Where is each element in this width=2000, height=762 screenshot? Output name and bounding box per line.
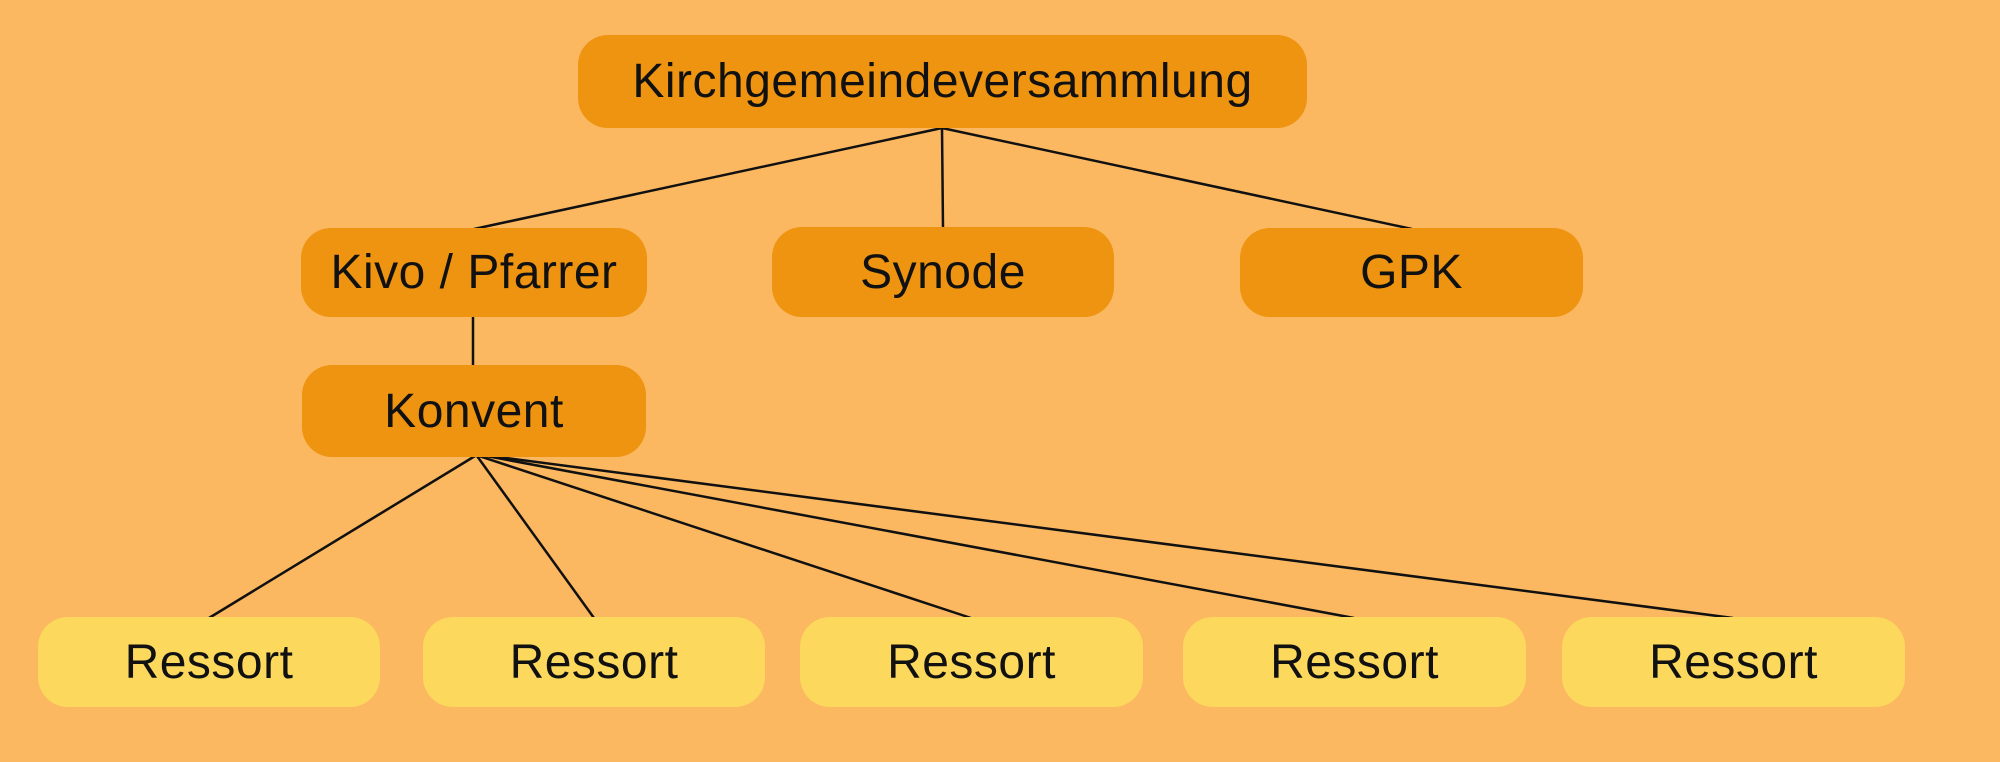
- node-konvent: Konvent: [302, 365, 646, 457]
- node-kirchgemeindeversammlung: Kirchgemeindeversammlung: [578, 35, 1307, 128]
- node-ressort-1: Ressort: [38, 617, 380, 707]
- edge-kgv-synode: [940, 127, 945, 229]
- node-kivo-pfarrer: Kivo / Pfarrer: [301, 228, 647, 317]
- node-ressort-4: Ressort: [1183, 617, 1526, 707]
- edge-kgv-gpk: [941, 126, 1413, 231]
- edge-konvent-r5: [482, 453, 1734, 620]
- node-gpk: GPK: [1240, 228, 1583, 317]
- node-ressort-2: Ressort: [423, 617, 765, 707]
- edge-konvent-r3: [478, 454, 972, 620]
- edge-konvent-r1: [208, 454, 476, 620]
- node-ressort-5: Ressort: [1562, 617, 1905, 707]
- edge-konvent-r4: [480, 453, 1355, 620]
- node-ressort-3: Ressort: [800, 617, 1143, 707]
- node-synode: Synode: [772, 227, 1114, 317]
- edge-kgv-kivo: [473, 126, 943, 231]
- edge-konvent-r2: [475, 455, 596, 619]
